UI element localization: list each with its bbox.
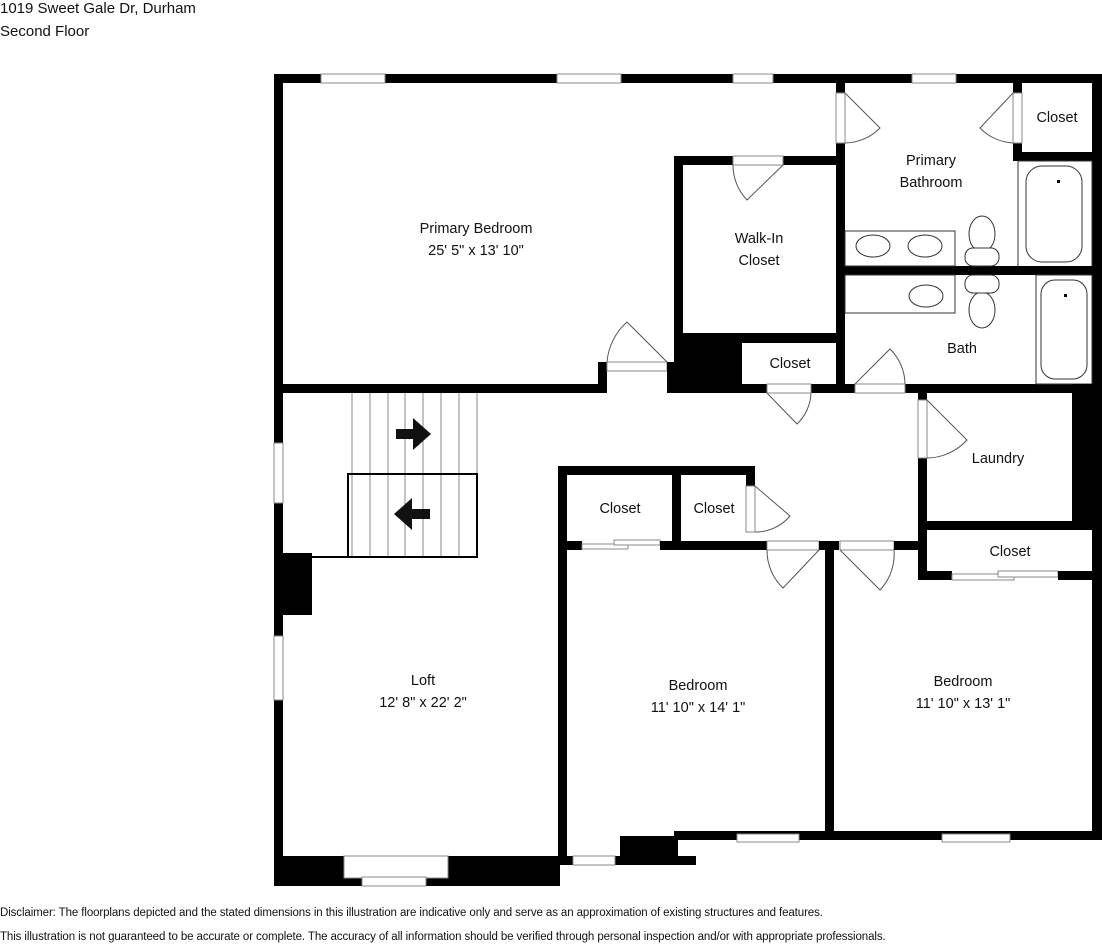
room-bath: Bath — [947, 341, 977, 357]
arrow-right-icon — [396, 418, 431, 450]
door-swing — [606, 321, 668, 363]
room-name: Bathroom — [899, 175, 963, 191]
room-dimensions: 11' 10" x 14' 1" — [650, 700, 746, 716]
toilet — [968, 291, 996, 329]
window — [572, 855, 616, 866]
room-laundry: Laundry — [971, 451, 1025, 467]
room-bedroom-3: Bedroom 11' 10" x 13' 1" — [916, 671, 1011, 715]
room-loft: Loft 12' 8" x 22' 2" — [379, 670, 467, 714]
room-primary-bedroom: Primary Bedroom 25' 5" x 13' 10" — [420, 218, 533, 262]
arrow-left-icon — [394, 498, 430, 530]
window — [941, 833, 1011, 843]
floor-title: Second Floor — [0, 23, 90, 40]
room-dimensions: 12' 8" x 22' 2" — [379, 695, 467, 711]
room-closet-left: Closet — [599, 501, 641, 517]
property-address: 1019 Sweet Gale Dr, Durham — [0, 0, 196, 17]
room-bedroom-2: Bedroom 11' 10" x 14' 1" — [651, 675, 746, 719]
window — [361, 876, 427, 887]
room-primary-bathroom: Primary Bathroom — [900, 150, 963, 194]
room-hall-closet: Closet — [769, 356, 811, 372]
room-name: Bedroom — [933, 674, 993, 690]
room-name: Primary Bedroom — [419, 221, 533, 237]
room-laundry-closet: Closet — [989, 544, 1031, 560]
window — [911, 73, 957, 84]
staircase — [312, 393, 478, 558]
exterior-walls — [274, 74, 1102, 886]
room-dimensions: 11' 10" x 13' 1" — [915, 696, 1011, 712]
room-name: Primary — [906, 153, 956, 169]
room-primary-bath-closet: Closet — [1036, 110, 1078, 126]
window — [556, 73, 622, 84]
room-closet-right: Closet — [693, 501, 735, 517]
room-name: Bedroom — [668, 678, 728, 694]
window — [320, 73, 386, 84]
room-dimensions: 25' 5" x 13' 10" — [428, 243, 524, 259]
window — [273, 635, 284, 701]
window — [736, 833, 800, 843]
disclaimer-line-2: This illustration is not guaranteed to b… — [0, 931, 886, 943]
toilet — [968, 215, 996, 253]
room-name: Closet — [738, 253, 780, 269]
room-name: Loft — [410, 673, 436, 689]
disclaimer-line-1: Disclaimer: The floorplans depicted and … — [0, 907, 823, 919]
room-name: Walk-In — [734, 231, 784, 247]
window — [273, 442, 284, 504]
room-walk-in-closet: Walk-In Closet — [735, 228, 784, 272]
window — [732, 73, 774, 84]
window — [343, 855, 449, 879]
